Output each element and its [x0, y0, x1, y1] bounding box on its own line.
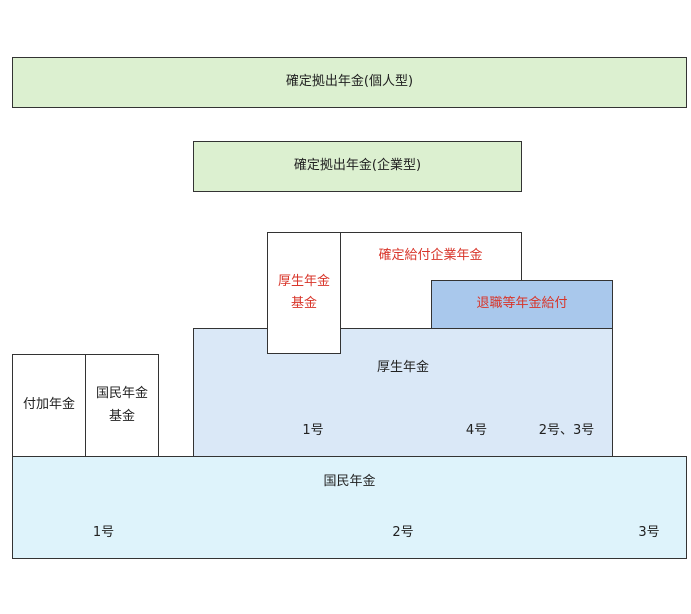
employees-pension-label: 厚生年金 — [376, 359, 429, 375]
employees-pension-group-1-label: 1号 — [302, 422, 324, 438]
national-pension-group-2-label: 2号 — [392, 524, 414, 540]
employee-pension-fund-line1: 厚生年金 — [277, 273, 330, 289]
national-pension-group-3: 3号 — [612, 508, 686, 558]
national-pension-group-3-label: 3号 — [638, 524, 660, 540]
dc-individual-label: 確定拠出年金(個人型) — [285, 74, 414, 90]
national-pension-group-1: 1号 — [13, 508, 194, 558]
employee-pension-fund-box: 厚生年金 基金 — [267, 232, 341, 354]
dc-corporate-label: 確定拠出年金(企業型) — [293, 158, 422, 174]
national-pension-label: 国民年金 — [323, 474, 376, 490]
national-pension-fund-box: 国民年金 基金 — [85, 354, 159, 457]
dc-corporate-box: 確定拠出年金(企業型) — [193, 141, 522, 192]
retirement-benefit-box: 退職等年金給付 — [431, 280, 613, 329]
national-pension-fund-line2: 基金 — [108, 408, 135, 424]
additional-pension-box: 付加年金 — [12, 354, 86, 457]
employees-pension-group-4-label: 4号 — [465, 422, 488, 438]
employees-pension-group-2-3: 2号、3号 — [521, 406, 612, 456]
national-pension-group-1-label: 1号 — [92, 524, 115, 540]
dc-individual-box: 確定拠出年金(個人型) — [12, 57, 687, 108]
employees-pension-group-2-3-label: 2号、3号 — [538, 422, 595, 438]
employees-pension-group-1: 1号 — [194, 406, 432, 456]
national-pension-group-2: 2号 — [193, 508, 613, 558]
employee-pension-fund-line2: 基金 — [290, 296, 317, 311]
national-pension-fund-line1: 国民年金 — [95, 386, 148, 402]
db-corporate-label: 確定給付企業年金 — [378, 248, 483, 263]
employees-pension-group-4: 4号 — [431, 406, 522, 456]
retirement-benefit-label: 退職等年金給付 — [476, 296, 568, 312]
additional-pension-label: 付加年金 — [22, 397, 75, 413]
